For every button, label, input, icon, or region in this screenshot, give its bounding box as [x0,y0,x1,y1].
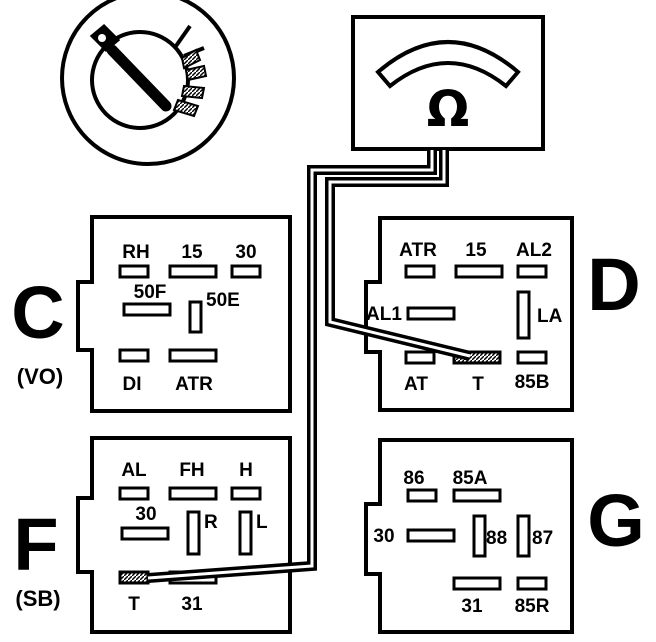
ohm-symbol: Ω [427,80,470,138]
pin-r-label: R [204,512,218,533]
pin-87-label: 87 [532,528,553,549]
pin-88-label: 88 [486,528,507,549]
pin-rh-label: RH [122,242,149,263]
pin-30-label: 30 [135,504,156,525]
pin-31-label: 31 [181,594,203,615]
connector-g-letter: G [587,479,645,562]
pin-di-label: DI [123,374,142,395]
pin-al2-label: AL2 [516,240,552,261]
test-lead-to-connector-d [325,150,472,361]
pin-al-label: AL [121,460,147,481]
connector-f: AL FH H 30 R L T 31 [76,436,292,634]
pin-h-label: H [239,460,253,481]
ohmmeter: Ω [351,15,545,151]
ignition-switch [60,0,236,166]
test-lead-to-connector-f [147,150,437,583]
pin-30-label: 30 [235,242,256,263]
connector-f-letter: F [13,503,58,586]
pin-85b-label: 85B [515,372,550,393]
pin-85r-label: 85R [515,596,550,617]
pin-atr-label: ATR [399,240,437,261]
connector-g: 86 85A 30 88 87 31 85R [364,438,574,634]
pin-at-label: AT [404,374,428,395]
pin-31-label: 31 [461,596,483,617]
connector-d-letter: D [587,243,640,326]
pin-50f-label: 50F [134,282,167,303]
pin-15-label: 15 [181,242,203,263]
meter-scale [375,40,521,89]
connector-c: RH 15 30 50F 50E DI ATR [76,215,292,413]
pin-atr-label: ATR [175,374,213,395]
pin-15-label: 15 [465,240,487,261]
pin-al1-label: AL1 [366,304,402,325]
pin-la-label: LA [537,306,563,327]
connector-d: ATR 15 AL2 AL1 LA AT T 85B [364,216,574,412]
connector-c-sub: (VO) [17,364,63,389]
pin-50e-label: 50E [206,290,240,311]
pin-30-label: 30 [373,526,394,547]
pin-t-label: T [472,374,484,395]
connector-f-sub: (SB) [15,586,60,611]
connector-c-letter: C [11,271,64,354]
pin-85a-label: 85A [453,468,488,489]
pin-t-label: T [128,594,140,615]
pin-fh-label: FH [179,460,204,481]
pin-86-label: 86 [403,468,424,489]
pin-l-label: L [256,512,268,533]
